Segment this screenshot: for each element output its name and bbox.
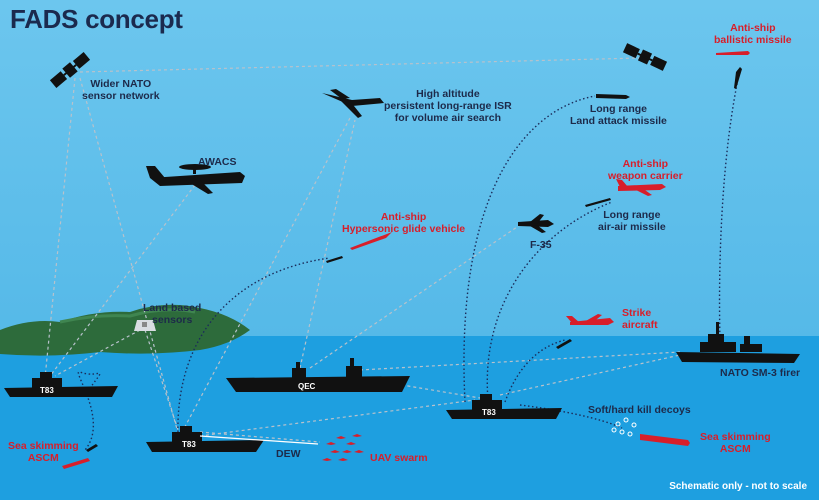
label-f35: F-35 — [530, 239, 552, 251]
path-lacm — [463, 95, 596, 403]
cruise-missile-icon — [62, 458, 90, 469]
link-sat-t83bottom — [79, 77, 181, 441]
dew-beam — [199, 435, 319, 445]
warship-icon — [446, 394, 562, 419]
interceptor-paths — [77, 69, 741, 451]
label-line: ASCM — [27, 452, 59, 464]
label-awacs: AWACS — [198, 156, 237, 168]
land-mass — [0, 304, 250, 356]
label-strike-aircraft: Strike aircraft — [622, 307, 658, 331]
footer-note: Schematic only - not to scale — [669, 481, 807, 492]
label-line: ballistic missile — [714, 34, 792, 46]
label-line: Wider NATO — [90, 78, 152, 90]
path-aam — [486, 201, 613, 401]
label-line: for volume air search — [394, 112, 501, 124]
link-qec-drone — [299, 119, 356, 369]
path-decoy — [519, 404, 623, 429]
label-land-sensors: Land based sensors — [143, 302, 201, 326]
label-line: weapon carrier — [608, 170, 683, 182]
missile-icon — [86, 444, 98, 452]
label-line: Land attack missile — [570, 115, 667, 127]
hull-label-t83-left: T83 — [40, 386, 54, 395]
land-highlight — [59, 308, 196, 324]
label-decoys: Soft/hard kill decoys — [588, 404, 691, 416]
warship-icon — [4, 372, 118, 397]
decoy-icon — [611, 417, 637, 437]
label-isr: High altitude persistent long-range ISR … — [384, 88, 512, 124]
label-line: Long range — [603, 209, 661, 221]
label-ascm-left: Sea skimming ASCM — [8, 440, 79, 464]
label-line: Anti-ship — [380, 211, 427, 223]
aircraft-carrier-icon — [226, 358, 410, 392]
label-asbm: Anti-ship ballistic missile — [714, 22, 792, 46]
missile-icon — [556, 339, 572, 349]
label-line: Land based — [143, 302, 202, 314]
satellite-icon — [622, 43, 668, 71]
hull-label-t83-right: T83 — [482, 408, 496, 417]
diagram-title: FADS concept — [10, 4, 183, 34]
sea — [0, 336, 819, 500]
sensor-links — [44, 57, 681, 443]
label-line: Hypersonic glide vehicle — [342, 223, 466, 235]
hypersonic-glide-vehicle-icon — [350, 232, 392, 250]
label-lacm: Long range Land attack missile — [570, 103, 667, 127]
hull-label-t83-bottom: T83 — [182, 440, 196, 449]
satellite-icon — [49, 52, 91, 88]
label-dew: DEW — [276, 448, 301, 460]
link-t83bottom-t83right — [199, 399, 476, 437]
sky — [0, 0, 819, 338]
label-wider-nato: Wider NATO sensor network — [82, 78, 160, 102]
path-asbm — [504, 339, 566, 403]
warship-icon — [146, 426, 264, 452]
fighter-jet-icon — [566, 314, 614, 325]
label-line: Sea skimming — [700, 431, 771, 443]
link-sat-t83left — [44, 77, 76, 379]
label-line: Sea skimming — [8, 440, 79, 452]
link-land-t83left — [54, 329, 141, 377]
label-hgv: Anti-ship Hypersonic glide vehicle — [342, 211, 465, 235]
cruise-missile-icon — [640, 434, 690, 446]
label-line: Long range — [589, 103, 648, 115]
fighter-jet-icon — [616, 179, 666, 196]
hull-label-qec: QEC — [298, 382, 316, 391]
radar-dome-icon — [134, 320, 156, 331]
link-t83right-sm3 — [499, 354, 681, 396]
label-ascm-right: Sea skimming ASCM — [700, 431, 771, 455]
link-dew — [199, 431, 321, 443]
link-awacs-t83left — [49, 184, 196, 377]
uav-swarm-icon — [322, 434, 364, 461]
label-line: sensors — [152, 314, 193, 326]
ballistic-missile-icon — [716, 51, 750, 55]
link-qec-f35 — [309, 224, 521, 369]
label-line: Anti-ship — [622, 158, 669, 170]
label-line: High altitude — [416, 88, 480, 100]
warship-icon — [676, 322, 800, 363]
label-line: persistent long-range ISR — [384, 100, 512, 112]
drone-icon — [322, 89, 384, 118]
label-line: Anti-ship — [730, 22, 776, 34]
awacs-icon — [146, 164, 245, 194]
label-line: ASCM — [719, 443, 751, 455]
fighter-jet-icon — [518, 214, 554, 233]
label-line: Strike — [622, 307, 652, 319]
missile-icon — [734, 67, 742, 89]
label-line: air-air missile — [598, 221, 666, 233]
label-line: sensor network — [82, 90, 160, 102]
link-land-t83bottom — [144, 329, 181, 437]
missile-icon — [596, 94, 630, 99]
label-aam: Long range air-air missile — [598, 209, 666, 233]
label-sm3: NATO SM-3 firer — [720, 367, 801, 379]
missile-icon — [585, 198, 611, 207]
label-line: aircraft — [622, 319, 658, 331]
label-weapon-carrier: Anti-ship weapon carrier — [608, 158, 683, 182]
missile-icon — [326, 256, 343, 263]
label-uav-swarm: UAV swarm — [370, 452, 428, 464]
